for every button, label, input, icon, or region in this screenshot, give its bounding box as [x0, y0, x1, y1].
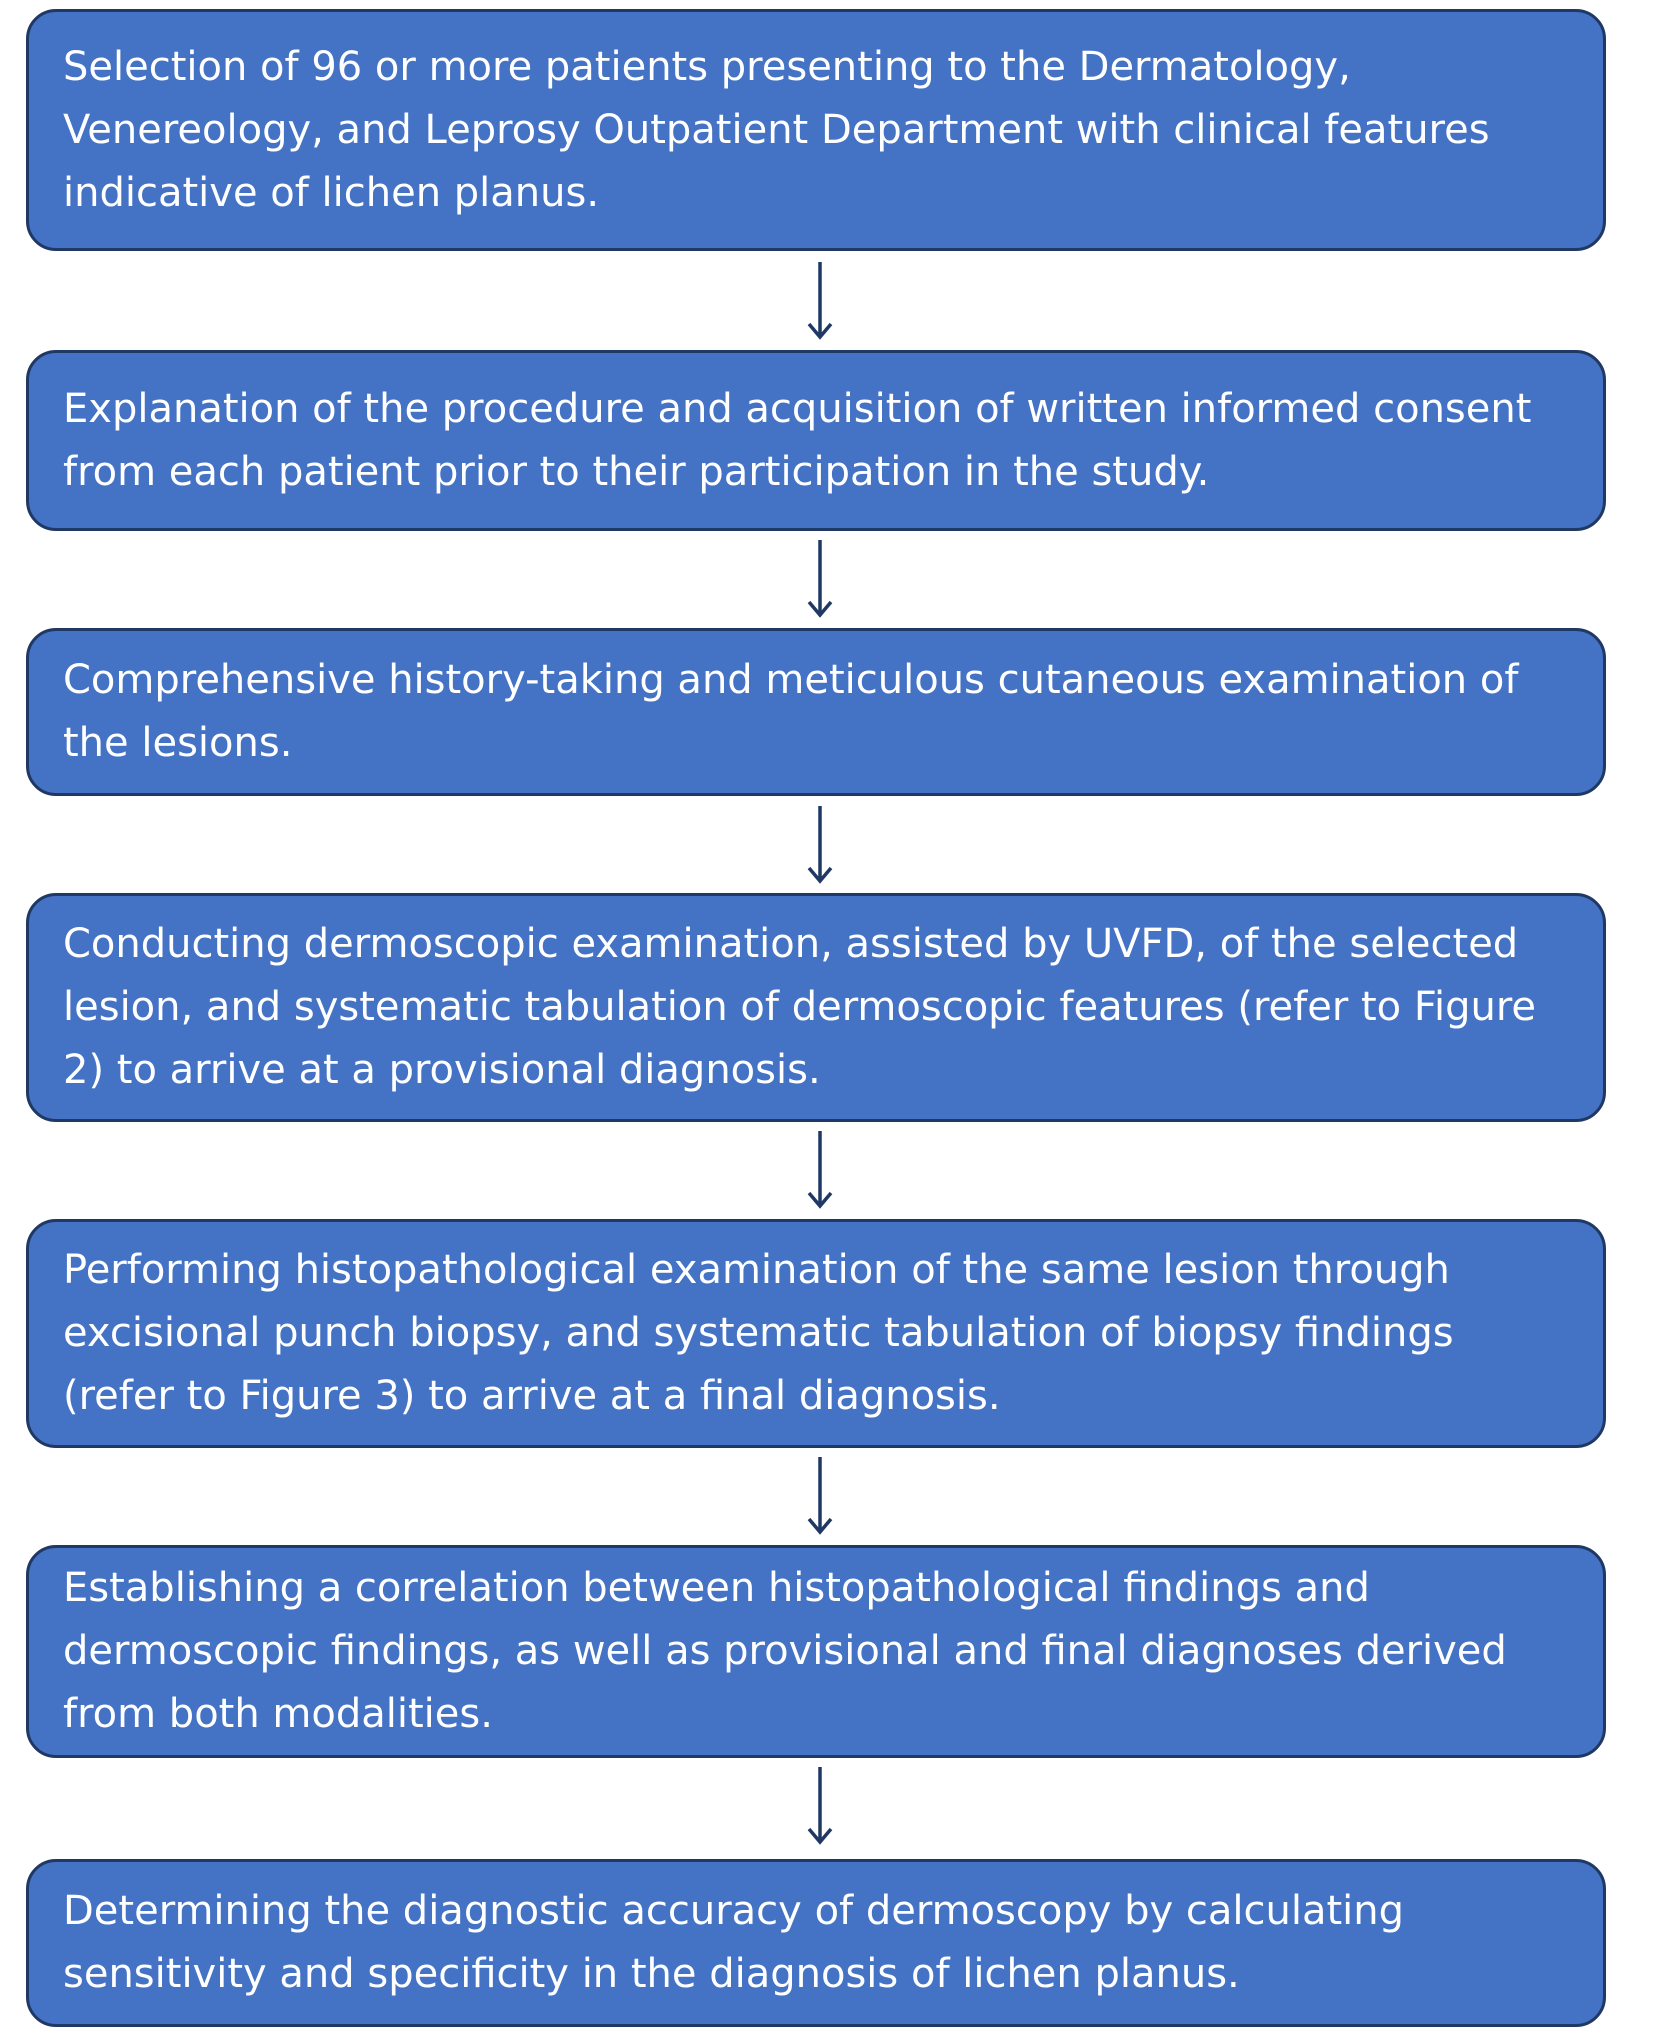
flow-step-4-text: Conducting dermoscopic examination, assi…	[63, 921, 1536, 1093]
flow-step-7: Determining the diagnostic accuracy of d…	[26, 1859, 1606, 2027]
down-arrow-icon	[805, 806, 835, 886]
flow-step-2: Explanation of the procedure and acquisi…	[26, 350, 1606, 531]
flow-step-1-text: Selection of 96 or more patients present…	[63, 43, 1490, 216]
flow-step-5-text: Performing histopathological examination…	[63, 1247, 1454, 1419]
down-arrow-icon	[805, 262, 835, 342]
flow-step-3-text: Comprehensive history-taking and meticul…	[63, 657, 1519, 766]
flow-step-6-text: Establishing a correlation between histo…	[63, 1565, 1507, 1737]
flow-step-1: Selection of 96 or more patients present…	[26, 9, 1606, 251]
down-arrow-icon	[805, 1457, 835, 1537]
flow-step-3: Comprehensive history-taking and meticul…	[26, 628, 1606, 796]
down-arrow-icon	[805, 1131, 835, 1211]
flow-step-4: Conducting dermoscopic examination, assi…	[26, 893, 1606, 1122]
flow-step-2-text: Explanation of the procedure and acquisi…	[63, 385, 1532, 495]
down-arrow-icon	[805, 1767, 835, 1847]
flow-step-7-text: Determining the diagnostic accuracy of d…	[63, 1888, 1404, 1997]
flow-step-5: Performing histopathological examination…	[26, 1219, 1606, 1448]
flow-step-6: Establishing a correlation between histo…	[26, 1545, 1606, 1758]
down-arrow-icon	[805, 540, 835, 620]
